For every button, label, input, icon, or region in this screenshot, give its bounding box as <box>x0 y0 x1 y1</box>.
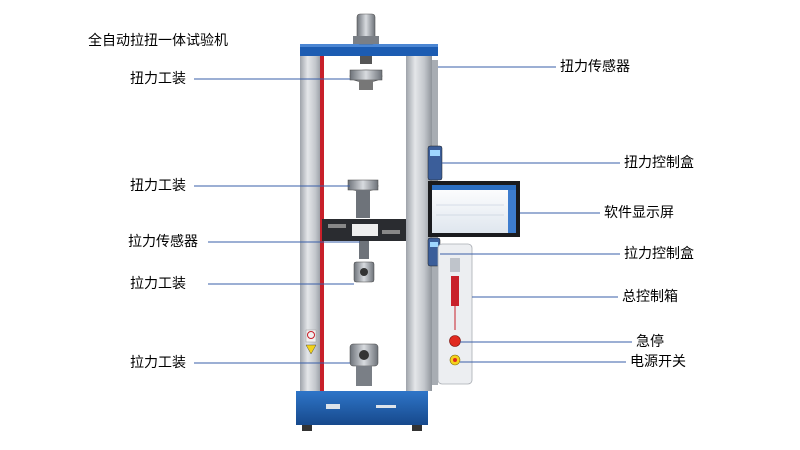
leader-lines-left <box>194 78 360 364</box>
machine-title: 全自动拉扭一体试验机 <box>88 33 228 49</box>
torque-sensor-body <box>353 13 379 64</box>
label-power-switch: 电源开关 <box>630 354 686 370</box>
torsion-fixture-mid <box>347 179 379 218</box>
torque-control-box <box>427 145 443 181</box>
tensile-fixture-lower <box>349 343 379 386</box>
label-torsion-fixture-mid: 扭力工装 <box>130 178 186 194</box>
leader-lines-right <box>438 66 632 363</box>
moving-crossbeam <box>322 219 406 241</box>
left-column <box>300 56 324 391</box>
label-tensile-control-box: 拉力控制盒 <box>624 246 694 262</box>
label-torque-sensor: 扭力传感器 <box>560 59 630 75</box>
label-tensile-fixture-lower: 拉力工装 <box>130 355 186 371</box>
label-software-display: 软件显示屏 <box>604 205 674 221</box>
tensile-fixture-upper <box>353 241 375 283</box>
label-main-control-box: 总控制箱 <box>622 289 678 305</box>
torsion-fixture-top <box>349 69 383 90</box>
label-tensile-fixture-upper: 拉力工装 <box>130 276 186 292</box>
main-control-cabinet <box>437 243 473 385</box>
label-torque-control-box: 扭力控制盒 <box>624 155 694 171</box>
machine-base <box>296 391 428 431</box>
top-crossbeam <box>300 44 438 56</box>
label-tensile-sensor: 拉力传感器 <box>128 234 198 250</box>
tensile-control-box <box>427 237 441 267</box>
software-display <box>428 181 520 237</box>
label-emergency-stop: 急停 <box>636 334 664 350</box>
label-torsion-fixture-top: 扭力工装 <box>130 71 186 87</box>
